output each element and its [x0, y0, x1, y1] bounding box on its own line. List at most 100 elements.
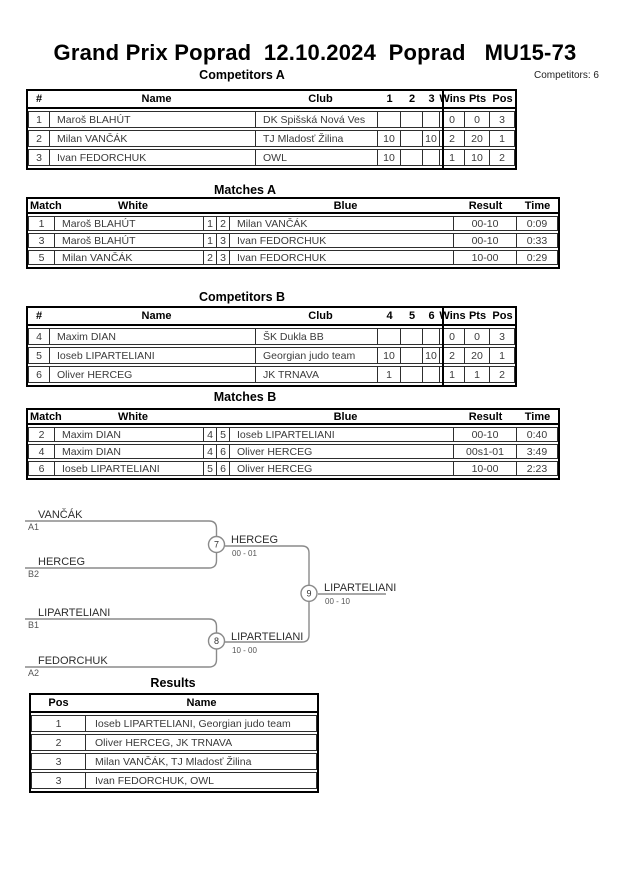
score-cell: [378, 111, 401, 128]
blue-name: Milan VANČÁK: [230, 216, 454, 231]
pts-cell: 0: [465, 111, 490, 128]
header-club: Club: [308, 93, 333, 105]
header-num: #: [35, 93, 43, 105]
bracket-winner-name: LIPARTELIANI: [324, 582, 396, 594]
wins-cell: 2: [440, 347, 465, 364]
bracket-match-score: 00 - 10: [325, 597, 350, 606]
bracket-entry-name: HERCEG: [38, 556, 85, 568]
blue-seed: 3: [217, 250, 230, 265]
score-cell: [401, 347, 423, 364]
wins-separator-line: [442, 308, 444, 385]
bracket-line: [225, 545, 310, 586]
elimination-bracket: 7 8 9 VANČÁK A1 HERCEG B2 HERCEG 00 - 01…: [25, 508, 396, 678]
wins-separator-line: [442, 91, 444, 168]
bracket-entry-name: LIPARTELIANI: [38, 607, 110, 619]
competitor-number: 2: [28, 130, 50, 147]
header-wins: Wins: [439, 93, 466, 105]
bracket-entry-seed: B1: [28, 620, 39, 630]
score-cell: [401, 366, 423, 383]
header-match: Match: [30, 410, 62, 423]
white-name: Maroš BLAHÚT: [55, 233, 204, 248]
header-num: #: [35, 310, 43, 322]
header-opp1: 4: [386, 310, 393, 322]
blue-name: Oliver HERCEG: [230, 444, 454, 459]
pts-cell: 20: [465, 130, 490, 147]
wins-cell: 2: [440, 130, 465, 147]
table-row: 1 Maroš BLAHÚT DK Spišská Nová Ves 0 0 3: [28, 111, 515, 128]
wins-cell: 1: [440, 366, 465, 383]
white-seed: 4: [204, 427, 217, 442]
competitor-name: Oliver HERCEG: [50, 366, 256, 383]
competitor-name: Maroš BLAHÚT: [50, 111, 256, 128]
competitor-number: 5: [28, 347, 50, 364]
white-seed: 5: [204, 461, 217, 476]
score-cell: 10: [378, 347, 401, 364]
match-row: 3 Maroš BLAHÚT 1 3 Ivan FEDORCHUK 00-10 …: [28, 233, 558, 248]
score-cell: [378, 328, 401, 345]
match-row: 1 Maroš BLAHÚT 1 2 Milan VANČÁK 00-10 0:…: [28, 216, 558, 231]
white-name: Maroš BLAHÚT: [55, 216, 204, 231]
header-blue: Blue: [333, 410, 358, 423]
table-header-row: Match White Blue Result Time: [28, 199, 558, 214]
competitor-club: OWL: [256, 149, 378, 166]
match-time: 0:40: [517, 427, 558, 442]
result-name: Oliver HERCEG, JK TRNAVA: [86, 734, 317, 751]
header-pts: Pts: [468, 93, 487, 105]
white-seed: 1: [204, 233, 217, 248]
header-wins: Wins: [439, 310, 466, 322]
match-number: 3: [28, 233, 55, 248]
competitors-b-table: # Name Club 4 5 6 Wins Pts Pos 4 Maxim D…: [26, 306, 517, 387]
bracket-winner-name: HERCEG: [231, 534, 278, 546]
result-row: 2 Oliver HERCEG, JK TRNAVA: [31, 734, 317, 751]
blue-seed: 6: [217, 444, 230, 459]
match-result: 00-10: [454, 427, 517, 442]
match-time: 0:29: [517, 250, 558, 265]
result-row: 1 Ioseb LIPARTELIANI, Georgian judo team: [31, 715, 317, 732]
score-cell: [401, 111, 423, 128]
header-white: White: [118, 199, 148, 212]
pos-cell: 2: [490, 366, 515, 383]
match-circle-number: 9: [306, 588, 311, 598]
competitor-name: Ivan FEDORCHUK: [50, 149, 256, 166]
match-result: 10-00: [454, 250, 517, 265]
header-pos: Pos: [492, 310, 513, 322]
matches-b-table: Match White Blue Result Time 2 Maxim DIA…: [26, 408, 560, 480]
header-time: Time: [524, 410, 551, 423]
match-time: 0:09: [517, 216, 558, 231]
match-number: 5: [28, 250, 55, 265]
header-white: White: [118, 410, 148, 423]
table-header-row: Pos Name: [31, 695, 317, 713]
competitors-a-table: # Name Club 1 2 3 Wins Pts Pos 1 Maroš B…: [26, 89, 517, 170]
header-name: Name: [141, 310, 172, 322]
header-blue: Blue: [333, 199, 358, 212]
competitor-number: 6: [28, 366, 50, 383]
bracket-line: [225, 601, 310, 643]
match-number: 4: [28, 444, 55, 459]
table-header-row: # Name Club 1 2 3 Wins Pts Pos: [28, 91, 515, 109]
match-circle-number: 8: [214, 636, 219, 646]
wins-cell: 0: [440, 328, 465, 345]
result-name: Milan VANČÁK, TJ Mladosť Žilina: [86, 753, 317, 770]
competitor-number: 4: [28, 328, 50, 345]
pts-cell: 0: [465, 328, 490, 345]
competitor-name: Milan VANČÁK: [50, 130, 256, 147]
match-time: 3:49: [517, 444, 558, 459]
header-time: Time: [524, 199, 551, 212]
header-pos: Pos: [48, 697, 69, 709]
result-row: 3 Ivan FEDORCHUK, OWL: [31, 772, 317, 789]
table-row: 2 Milan VANČÁK TJ Mladosť Žilina 10 10 2…: [28, 130, 515, 147]
result-name: Ioseb LIPARTELIANI, Georgian judo team: [86, 715, 317, 732]
match-result: 00s1-01: [454, 444, 517, 459]
competitor-club: TJ Mladosť Žilina: [256, 130, 378, 147]
match-number: 2: [28, 427, 55, 442]
competitor-club: Georgian judo team: [256, 347, 378, 364]
bracket-entry-seed: A2: [28, 668, 39, 678]
header-name: Name: [186, 697, 217, 709]
header-result: Result: [468, 199, 503, 212]
blue-seed: 5: [217, 427, 230, 442]
competitors-count: Competitors: 6: [533, 70, 599, 81]
wins-cell: 0: [440, 111, 465, 128]
pos-cell: 3: [490, 111, 515, 128]
blue-name: Ivan FEDORCHUK: [230, 233, 454, 248]
table-row: 6 Oliver HERCEG JK TRNAVA 1 1 1 2: [28, 366, 515, 383]
